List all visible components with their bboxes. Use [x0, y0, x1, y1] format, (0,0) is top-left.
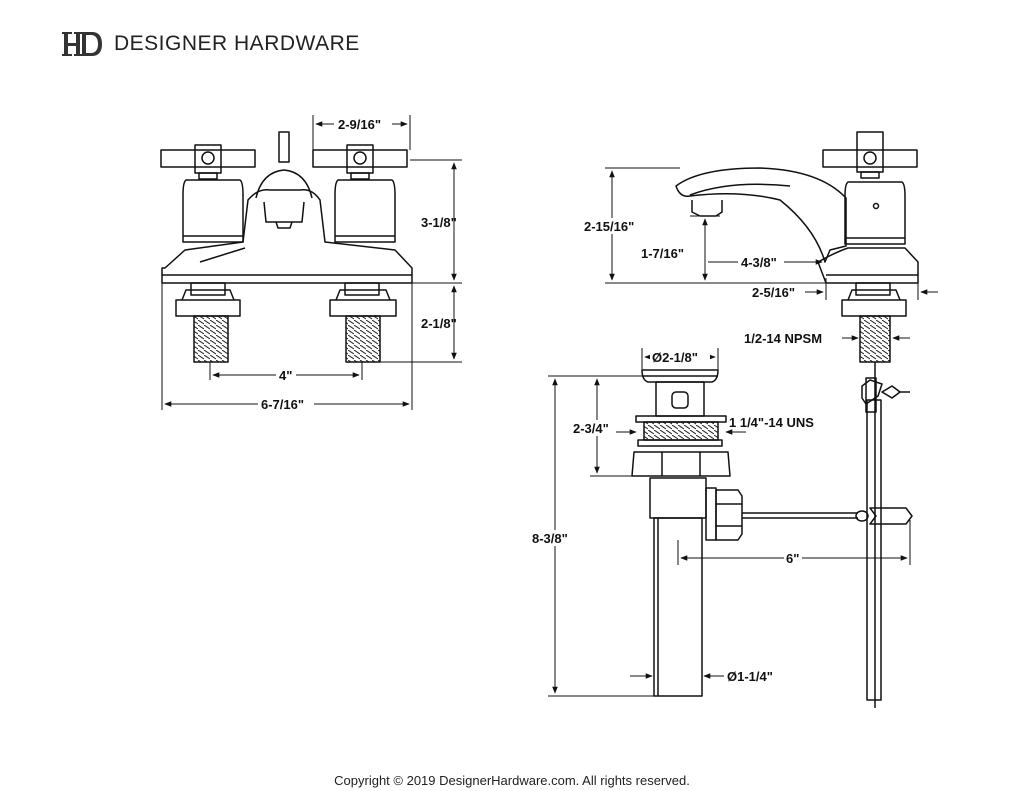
dim-side-thread: 1/2-14 NPSM — [744, 331, 822, 346]
side-view-faucet — [675, 131, 919, 380]
dim-drain-flange-diameter: Ø2-1/8" — [652, 350, 698, 365]
dimension-labels: 2-9/16" 3-1/8" 2-1/8" 4" 6-7/16" 2-15/16… — [258, 116, 822, 684]
dim-drain-thread: 1 1/4"-14 UNS — [729, 415, 814, 430]
drain-dimension-lines — [548, 348, 911, 697]
front-view-dimension-lines — [161, 115, 462, 410]
pop-up-drain — [631, 369, 913, 708]
dim-side-spout-height: 1-7/16" — [641, 246, 684, 261]
dim-side-height: 2-15/16" — [584, 219, 634, 234]
dh-monogram-icon — [62, 32, 102, 56]
dim-front-spout-width: 2-9/16" — [338, 117, 381, 132]
dim-front-height: 3-1/8" — [421, 215, 457, 230]
dim-drain-rod-length: 6" — [786, 551, 799, 566]
dim-drain-overall-height: 8-3/8" — [532, 531, 568, 546]
dim-front-overall-width: 6-7/16" — [261, 397, 304, 412]
dim-side-base-depth: 2-5/16" — [752, 285, 795, 300]
dim-front-shank-length: 2-1/8" — [421, 316, 457, 331]
copyright-footer: Copyright © 2019 DesignerHardware.com. A… — [334, 773, 690, 788]
front-view-faucet — [160, 131, 413, 363]
dim-drain-tail-diameter: Ø1-1/4" — [727, 669, 773, 684]
brand-name: DESIGNER HARDWARE — [114, 32, 360, 55]
dim-side-spout-reach: 4-3/8" — [741, 255, 777, 270]
dim-drain-upper-height: 2-3/4" — [573, 421, 609, 436]
brand-header: DESIGNER HARDWARE — [62, 28, 360, 60]
dim-front-center-spread: 4" — [279, 368, 292, 383]
